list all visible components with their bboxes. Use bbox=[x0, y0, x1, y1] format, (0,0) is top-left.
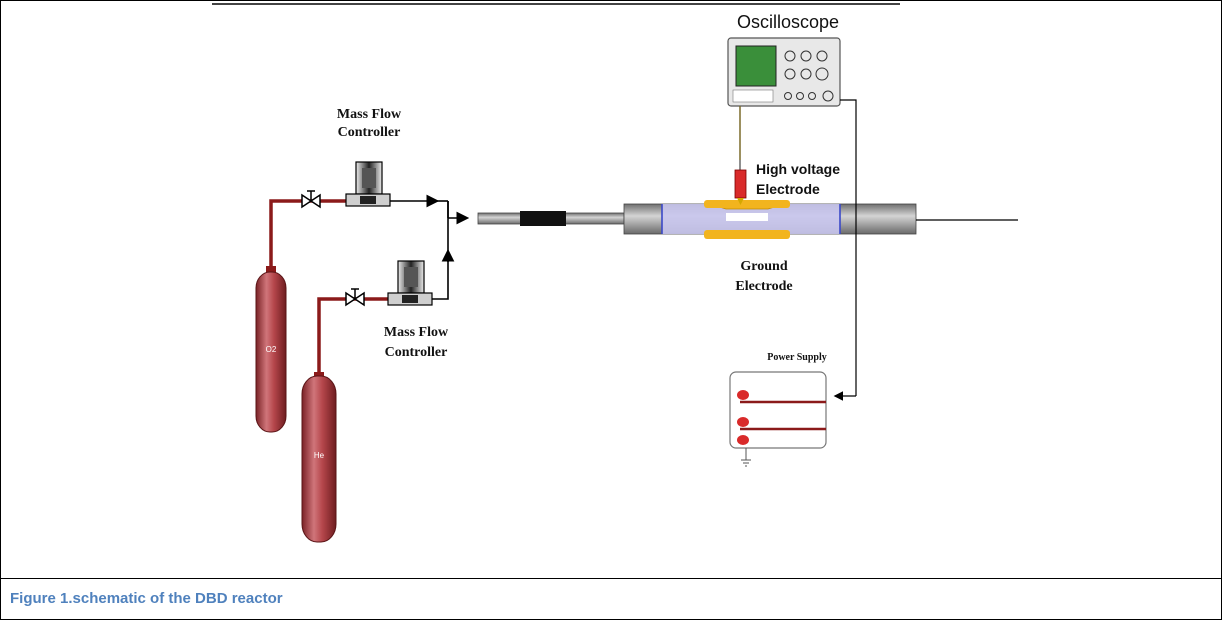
gas-feed-tube bbox=[477, 211, 625, 226]
oscilloscope-label: Oscilloscope bbox=[737, 12, 839, 32]
mfc-bottom-label-line2: Controller bbox=[385, 345, 448, 360]
reactor-tube bbox=[623, 203, 1018, 235]
mass-flow-controller-top bbox=[345, 161, 391, 207]
caption-divider bbox=[1, 578, 1221, 579]
oscilloscope-icon bbox=[727, 37, 857, 368]
mfc-top-label-line1: Mass Flow bbox=[337, 107, 402, 122]
ground-electrode bbox=[704, 230, 790, 239]
hv-electrode-label-line2: Electrode bbox=[756, 181, 820, 197]
hv-electrode-label-line1: High voltage bbox=[756, 161, 840, 177]
high-voltage-electrode bbox=[704, 160, 790, 221]
mfc-bottom-label-line1: Mass Flow bbox=[384, 325, 449, 340]
valve-top-icon bbox=[301, 190, 321, 209]
figure-caption: Figure 1.schematic of the DBD reactor bbox=[10, 590, 283, 607]
mass-flow-controller-bottom bbox=[387, 260, 433, 306]
he-cylinder bbox=[301, 372, 337, 543]
mfc-top-label-line2: Controller bbox=[338, 125, 401, 140]
valve-bottom-icon bbox=[345, 288, 365, 307]
o2-cylinder-label: O2 bbox=[266, 345, 277, 354]
gas-lines bbox=[269, 199, 394, 378]
ground-electrode-label-line1: Ground bbox=[740, 259, 787, 274]
ground-electrode-label-line2: Electrode bbox=[735, 279, 792, 294]
mixing-lines bbox=[388, 194, 470, 300]
o2-cylinder bbox=[255, 266, 287, 433]
he-cylinder-label: He bbox=[314, 451, 325, 460]
power-supply-icon bbox=[729, 368, 857, 467]
power-supply-label: Power Supply bbox=[767, 352, 827, 363]
